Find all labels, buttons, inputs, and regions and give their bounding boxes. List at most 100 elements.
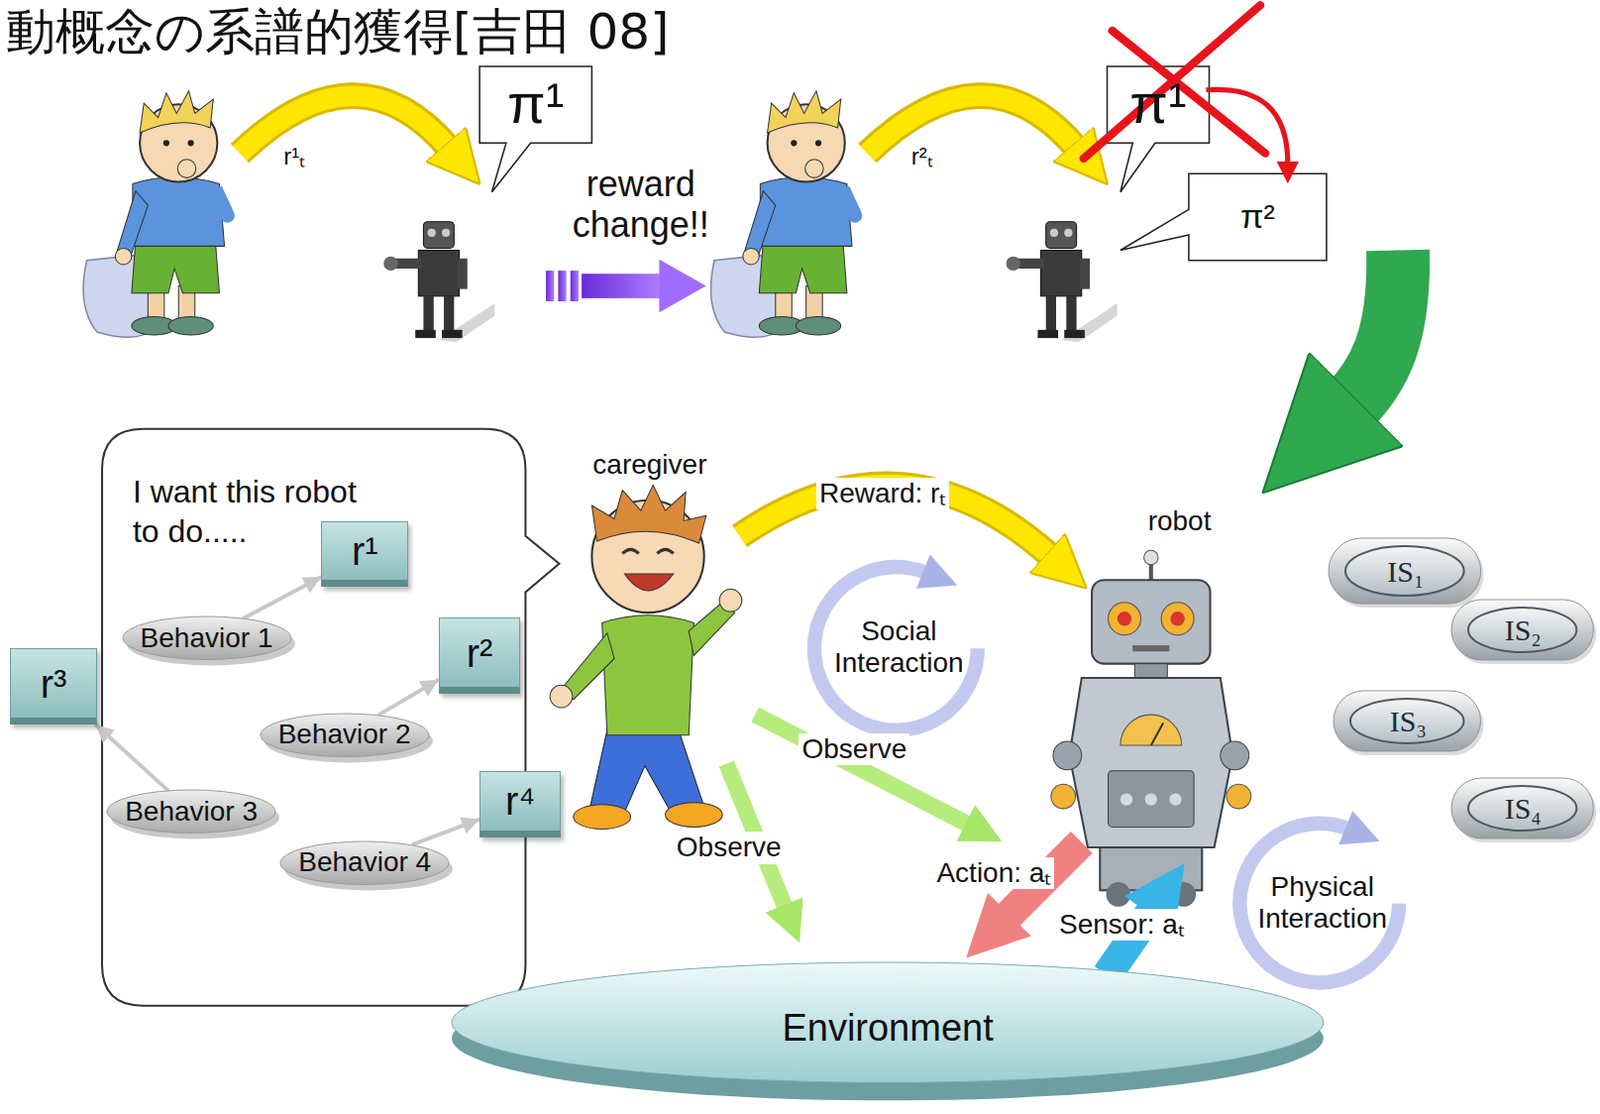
- caregiver-figure: [719, 588, 743, 612]
- ellipse-face: [451, 961, 1324, 1082]
- caregiver-figure: [549, 684, 573, 708]
- behavior-ellipse: Behavior 4: [276, 837, 453, 888]
- transition-arrow: [1347, 249, 1399, 409]
- cycle-label: Physical Interaction: [1248, 870, 1397, 935]
- cross-mark: [1205, 89, 1287, 164]
- robot-figure: [1108, 602, 1142, 636]
- pill-inner: [1350, 698, 1464, 744]
- node-text: IS₄: [1504, 791, 1542, 827]
- caregiver-figure: [591, 484, 706, 543]
- reward-box: r⁴: [479, 770, 561, 838]
- robot-figure: [383, 221, 495, 343]
- change-arrow: [557, 270, 566, 302]
- connector-arrow: [96, 724, 169, 791]
- robot-figure: [1145, 792, 1158, 805]
- boy-figure: [83, 91, 228, 337]
- node-text: r²: [466, 630, 494, 676]
- connector-arrow: [242, 576, 321, 619]
- caregiver-figure: [624, 573, 673, 591]
- reward-signal-label: r²ₜ: [908, 142, 937, 171]
- reward-box: r¹: [320, 521, 409, 587]
- node-text: Behavior 4: [298, 846, 431, 878]
- observe-arrow: [754, 714, 969, 825]
- robot-figure: [1120, 792, 1133, 805]
- pill-face: [1333, 690, 1481, 751]
- pill-face: [1451, 599, 1594, 660]
- robot-figure: [1220, 741, 1250, 770]
- node-text: Behavior 2: [278, 718, 412, 750]
- change-arrow: [545, 259, 707, 314]
- behavior-ellipse: Behavior 1: [118, 612, 296, 663]
- cycle-arrow: [1239, 823, 1399, 983]
- node-text: Behavior 3: [124, 795, 258, 828]
- caregiver-figure: [573, 804, 632, 830]
- transition-arrow: [1347, 249, 1399, 409]
- environment-ellipse: Environment: [448, 954, 1327, 1102]
- caregiver-figure: [622, 548, 639, 553]
- diagram-title: 動概念の系譜的獲得[吉田 08]: [5, 1, 670, 62]
- reward-arrow: [866, 96, 1076, 154]
- change-arrow: [570, 270, 579, 302]
- node-text: r³: [40, 660, 68, 707]
- robot-figure: [1051, 783, 1076, 809]
- boy-figure: [711, 91, 856, 337]
- reward-signal-label: r¹ₜ: [280, 142, 309, 171]
- pill-face: [1451, 777, 1594, 839]
- reward-arrow: [239, 96, 449, 154]
- ellipse-face: [280, 841, 449, 884]
- ellipse-face: [106, 789, 276, 833]
- caregiver-figure: [656, 548, 673, 553]
- caregiver-figure: [549, 484, 743, 829]
- transition-arrowhead: [1347, 249, 1399, 409]
- node-text: π¹: [507, 72, 564, 136]
- node-text: π²: [1240, 197, 1276, 236]
- connector-arrow: [412, 819, 480, 846]
- transition-arrowhead: [1347, 249, 1399, 409]
- robot-figure: [1006, 221, 1118, 343]
- is-button: IS₁: [1326, 535, 1486, 608]
- reward-box: r²: [438, 617, 521, 694]
- caregiver-figure: [602, 615, 695, 736]
- robot-figure: [1120, 714, 1182, 746]
- thought-callout: [102, 428, 559, 1006]
- is-button: IS₃: [1331, 688, 1485, 755]
- change-arrow: [658, 259, 706, 314]
- robot-figure: [1091, 579, 1210, 663]
- behavior-ellipse: Behavior 2: [256, 709, 433, 760]
- arrow-label: Observe: [673, 831, 785, 863]
- policy-bubble: π¹: [1107, 66, 1210, 143]
- ellipse-face: [122, 616, 292, 659]
- policy-box: π²: [1188, 173, 1327, 261]
- node-text: π¹: [1129, 72, 1186, 136]
- ellipse-face: [260, 713, 429, 756]
- arrow-label: Action: aₜ: [933, 856, 1055, 889]
- robot-figure: [1068, 677, 1233, 848]
- is-button: IS₂: [1449, 597, 1598, 664]
- reward-box: r³: [9, 647, 98, 725]
- thought-callout: [102, 428, 559, 1006]
- node-text: Environment: [781, 1006, 993, 1051]
- node-text: r⁴: [505, 777, 536, 824]
- arrow-label: Sensor: aₜ: [1056, 908, 1188, 941]
- robot-figure: [1226, 783, 1252, 809]
- robot-figure: [1006, 221, 1118, 343]
- policy-bubble: π¹: [479, 66, 592, 143]
- caregiver-figure: [665, 802, 724, 828]
- reward-arrow: [866, 96, 1076, 154]
- change-arrow: [545, 270, 554, 302]
- role-label: robot: [1145, 505, 1215, 537]
- node-text: IS₂: [1504, 613, 1542, 648]
- cross-mark: [1083, 4, 1288, 164]
- reward-arrow: [239, 96, 449, 154]
- robot-figure: [1108, 770, 1195, 828]
- arrow-label: Observe: [798, 733, 910, 765]
- node-text: IS₁: [1386, 554, 1424, 590]
- pill-face: [1328, 537, 1482, 604]
- arrow-label: Reward: rₜ: [816, 477, 950, 510]
- thought-callout: I want this robot to do.....r¹Behavior 1…: [102, 428, 526, 1006]
- observe-arrow: [754, 714, 969, 825]
- pill-inner: [1468, 785, 1577, 831]
- boy-figure: [83, 91, 228, 337]
- role-label: caregiver: [589, 448, 710, 481]
